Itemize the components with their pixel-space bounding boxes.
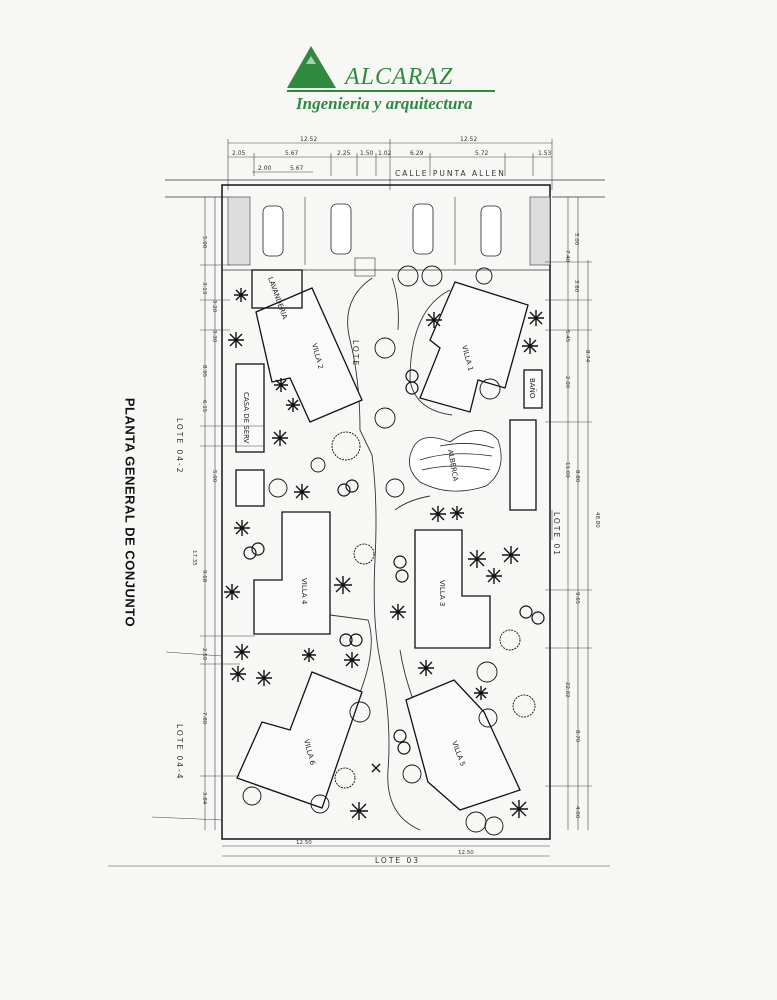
dim-left: 8.95 [201,365,207,378]
dim-top-row2: 5.67 [290,165,304,172]
villa-4 [253,511,331,635]
dim-top-seg: 2.25 [337,150,351,157]
dim-right: 5.45 [564,330,570,343]
neighbor-left-bottom: LOTE 04-4 [175,724,184,781]
dim-right: 8.74 [584,350,590,363]
dim-left: 3.13 [201,282,207,295]
dim-left: 5.00 [211,470,217,483]
neighbor-right: LOTE 01 [552,512,561,557]
dim-left: 5.00 [201,236,207,249]
dim-right: 8.70 [574,730,580,743]
lot-boundary [221,184,551,840]
dim-top-seg: 6.29 [410,150,424,157]
laundry [251,269,303,309]
dim-top-seg: 2.05 [232,150,246,157]
neighbor-bottom: LOTE 03 [375,856,420,865]
dim-top-total-left: 12.52 [300,136,317,143]
shrub-ring-icon [243,369,545,755]
center-lot-label: LOTE [351,340,360,367]
dim-right: 2.00 [564,376,570,389]
villa-5 [405,679,521,811]
dim-right: 9.65 [574,592,580,605]
street-name: CALLE PUNTA ALLEN [395,169,506,178]
pool-equipment [509,419,537,511]
dim-right: 7.40 [564,250,570,263]
brand-tagline: Ingenieria y arquitectura [296,94,473,113]
street [165,179,605,198]
dim-top-seg: 1.53 [538,150,552,157]
service-building [235,469,265,507]
dim-right: 8.80 [574,470,580,483]
logo-triangle-icon [287,46,336,88]
brand-name: ALCARAZ [345,64,454,90]
dim-top-seg: 5.67 [285,150,299,157]
dim-top-total-right: 12.52 [460,136,477,143]
dim-bottom: 12.50 [296,840,312,846]
bath [523,369,543,409]
parking-area [227,196,551,277]
dim-left: 3.84 [201,792,207,805]
dim-right: 48.80 [594,512,600,528]
dim-top-seg: 1.50 [360,150,374,157]
tree-icon [242,265,536,836]
neighbor-left-top: LOTE 04-2 [175,418,184,475]
dim-top-seg: 1.02 [378,150,392,157]
walkway [329,277,453,831]
dim-right: 3.60 [573,280,579,293]
dim-top-seg: 5.72 [475,150,489,157]
villa-2 [255,287,363,423]
villa-4-label: VILLA 4 [300,578,308,605]
villa-1 [419,281,529,413]
dim-right: 11.00 [564,462,570,478]
dim-top-row2: 2.00 [258,165,272,172]
dim-left: 7.80 [201,712,207,725]
service-house-label: CASA DE SERV [242,392,250,444]
service-house [235,363,265,453]
dim-left: 6.15 [201,400,207,413]
villa-3-label: VILLA 3 [438,580,446,606]
dim-left: 3.30 [211,330,217,343]
top-dimensions [227,139,553,190]
pool [408,430,502,492]
villa-6 [236,671,363,809]
bath-label: BAÑO [528,378,537,399]
dim-right: 4.00 [574,806,580,819]
dim-left: 2.50 [201,648,207,661]
dim-left: 3.20 [211,300,217,313]
dim-right: 22.02 [564,682,570,698]
car-icon [262,203,502,257]
dim-right: 5.00 [573,233,579,246]
palm-icon [224,288,544,820]
dim-left: 17.35 [191,550,197,566]
villa-3 [414,529,491,649]
dim-left: 9.68 [201,570,207,583]
side-dimensions [108,197,610,867]
dim-bottom: 12.50 [458,850,474,856]
